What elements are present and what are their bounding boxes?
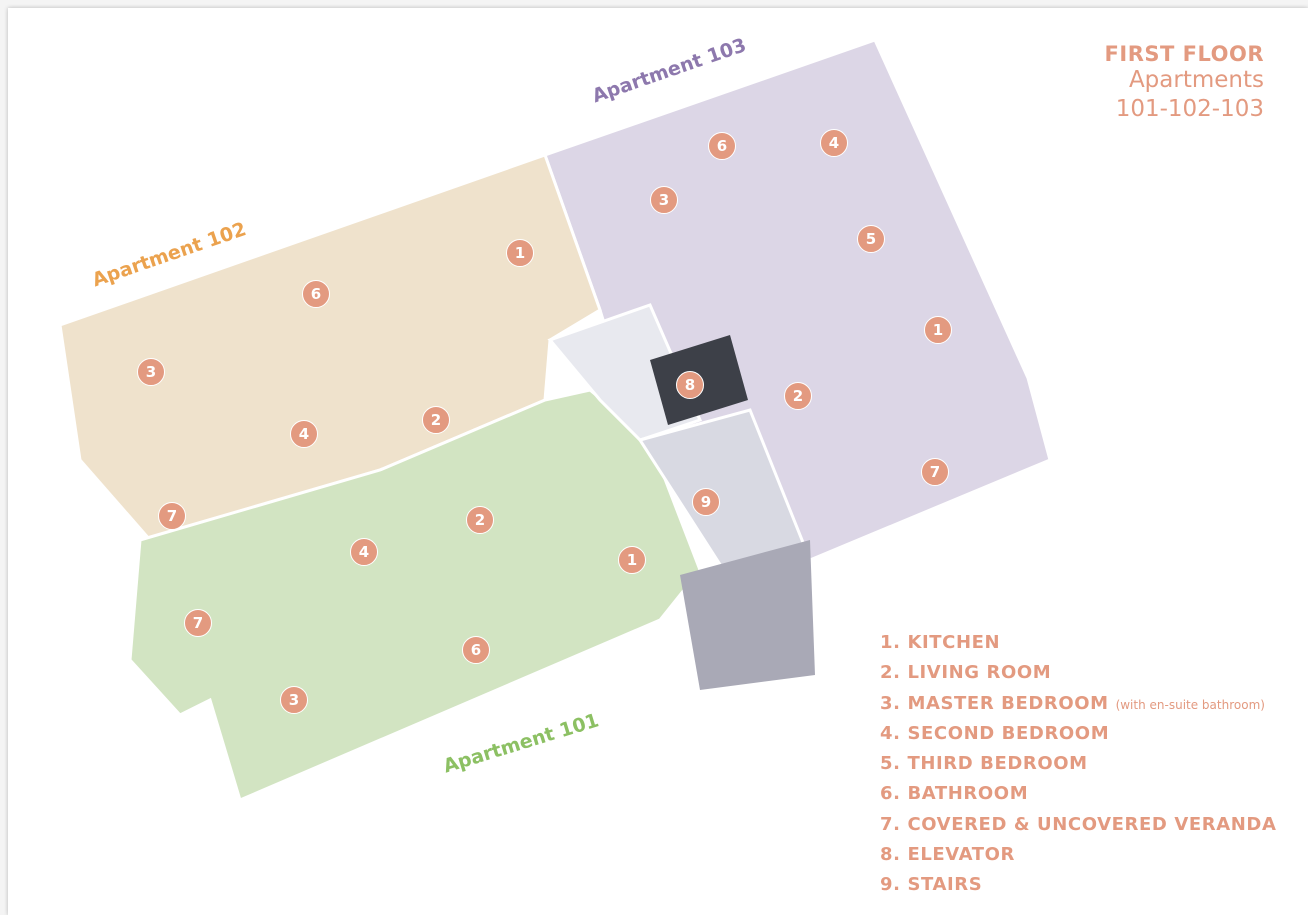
room-marker-second-bedroom: 4 <box>350 538 378 566</box>
legend-label: THIRD BEDROOM <box>907 753 1088 775</box>
legend-item-stairs: 9. STAIRS <box>880 870 1276 900</box>
isometric-floor-plan <box>58 38 1052 803</box>
subtitle: Apartments <box>1128 67 1264 93</box>
core-elevator-area <box>547 303 703 442</box>
legend-number: 2. <box>880 662 901 684</box>
room-marker-veranda: 7 <box>184 609 212 637</box>
room-marker-kitchen: 1 <box>924 316 952 344</box>
legend-number: 1. <box>880 632 901 653</box>
floor-title: FIRST FLOOR <box>1104 42 1264 66</box>
legend-item-kitchen: 1. KITCHEN <box>880 628 1276 658</box>
apartment-101-area <box>128 388 702 803</box>
legend-label: STAIRS <box>907 874 983 896</box>
room-marker-second-bedroom: 4 <box>820 129 848 157</box>
legend-label: KITCHEN <box>907 632 1001 653</box>
legend-item-bathroom: 6. BATHROOM <box>880 779 1276 809</box>
legend-label: BATHROOM <box>907 783 1029 805</box>
room-marker-elevator: 8 <box>676 371 704 399</box>
room-marker-veranda: 7 <box>158 502 186 530</box>
legend-number: 5. <box>880 753 901 775</box>
room-marker-living-room: 2 <box>784 382 812 410</box>
legend-item-living-room: 2. LIVING ROOM <box>880 658 1276 688</box>
legend-item-second-bedroom: 4. SECOND BEDROOM <box>880 719 1276 749</box>
room-marker-veranda: 7 <box>921 458 949 486</box>
room-marker-bathroom: 6 <box>302 280 330 308</box>
legend-label: MASTER BEDROOM <box>907 692 1109 714</box>
legend-item-third-bedroom: 5. THIRD BEDROOM <box>880 749 1276 779</box>
legend-label: LIVING ROOM <box>907 662 1052 684</box>
floor-plan-page: FIRST FLOOR Apartments 101-102-103 Apart… <box>8 8 1308 915</box>
room-marker-kitchen: 1 <box>618 546 646 574</box>
legend-item-veranda: 7. COVERED & UNCOVERED VERANDA <box>880 810 1276 840</box>
legend-label: COVERED & UNCOVERED VERANDA <box>907 813 1277 835</box>
room-marker-bathroom: 6 <box>462 636 490 664</box>
legend-note: (with en-suite bathroom) <box>1115 697 1265 712</box>
room-marker-master-bedroom: 3 <box>650 186 678 214</box>
room-marker-stairs: 9 <box>692 488 720 516</box>
room-marker-third-bedroom: 5 <box>857 225 885 253</box>
legend-number: 9. <box>880 874 901 896</box>
legend-number: 8. <box>880 844 901 866</box>
legend-number: 4. <box>880 722 901 744</box>
page-title: FIRST FLOOR Apartments 101-102-103 <box>1105 42 1264 124</box>
room-marker-kitchen: 1 <box>506 239 534 267</box>
legend-number: 3. <box>880 692 901 714</box>
legend-label: ELEVATOR <box>907 844 1015 866</box>
room-marker-living-room: 2 <box>466 506 494 534</box>
legend-item-master-bedroom: 3. MASTER BEDROOM (with en-suite bathroo… <box>880 689 1276 719</box>
apartment-units: 101-102-103 <box>1115 96 1264 122</box>
room-marker-master-bedroom: 3 <box>137 358 165 386</box>
legend-number: 7. <box>880 813 901 835</box>
shaft-block <box>680 540 815 690</box>
room-marker-living-room: 2 <box>422 406 450 434</box>
legend-item-elevator: 8. ELEVATOR <box>880 840 1276 870</box>
legend-label: SECOND BEDROOM <box>907 722 1110 744</box>
room-marker-second-bedroom: 4 <box>290 420 318 448</box>
room-marker-master-bedroom: 3 <box>280 686 308 714</box>
legend-number: 6. <box>880 783 901 805</box>
room-legend: 1. KITCHEN 2. LIVING ROOM 3. MASTER BEDR… <box>880 628 1276 901</box>
room-marker-bathroom: 6 <box>708 132 736 160</box>
